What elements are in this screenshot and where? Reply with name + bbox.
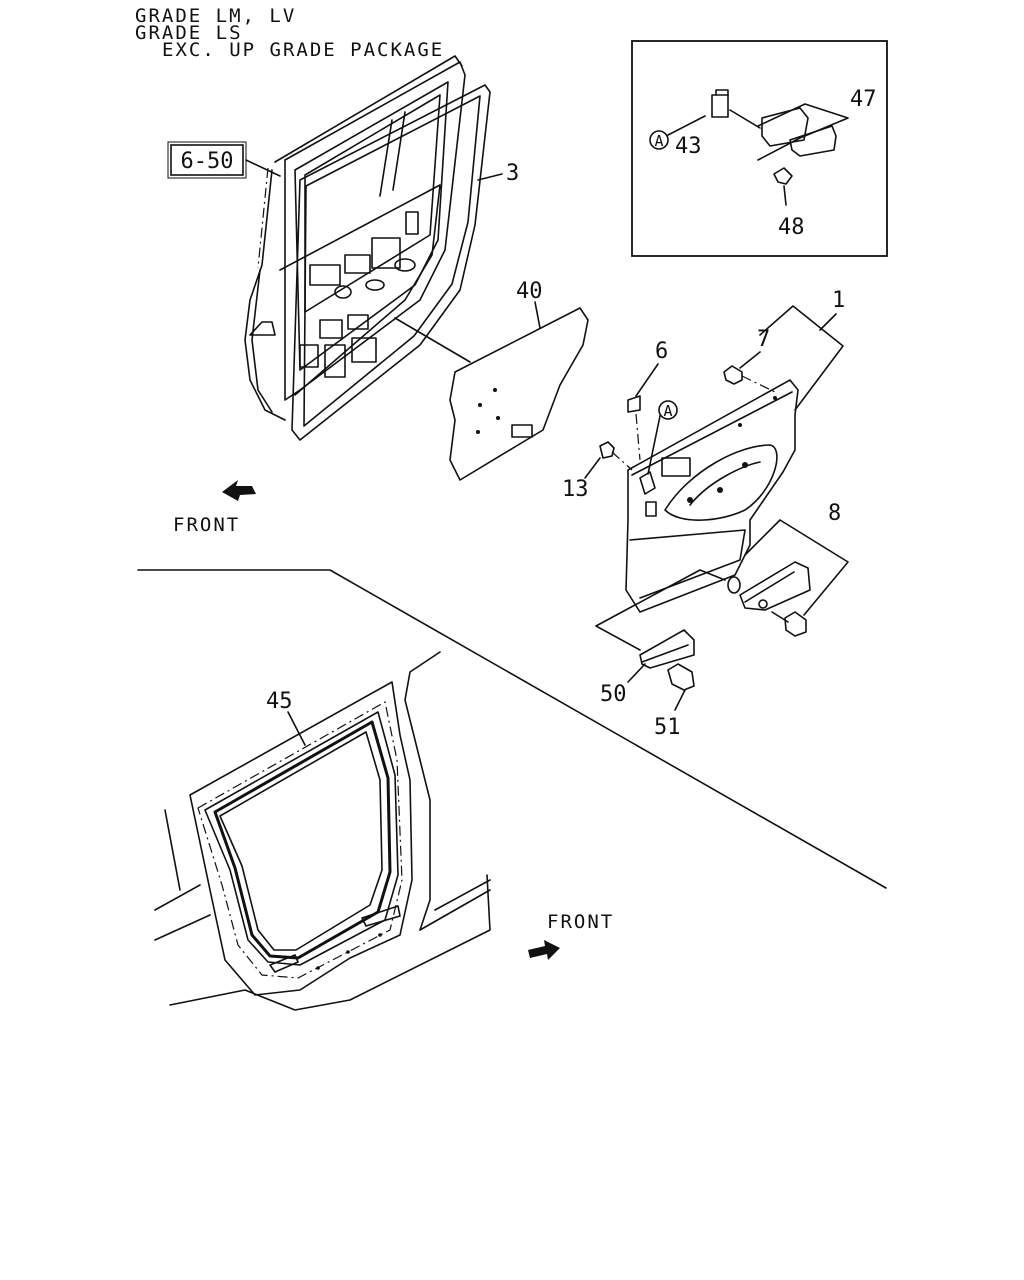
callout-43: 43 [675, 134, 702, 159]
callout-3: 3 [506, 161, 519, 186]
ref-box-label: 6-50 [181, 149, 234, 174]
front-label-upper: FRONT [173, 514, 240, 536]
grade-line-2: GRADE LS [135, 22, 243, 44]
circle-marker-a-inset: A [654, 132, 663, 150]
callout-7: 7 [757, 327, 770, 352]
armrest-grip-8 [739, 561, 811, 637]
body-opening [154, 651, 491, 1011]
clip-13 [599, 441, 615, 459]
grade-line-3: EXC. UP GRADE PACKAGE [162, 39, 445, 61]
grade-line-1: GRADE LM, LV [135, 5, 297, 27]
section-divider [137, 569, 887, 889]
callout-1: 1 [832, 288, 845, 313]
pull-handle-50 [639, 629, 695, 669]
front-arrow-lower [528, 940, 560, 960]
clip-7 [723, 365, 743, 385]
callout-45: 45 [266, 689, 293, 714]
water-shield-40 [394, 307, 589, 481]
callout-13: 13 [562, 477, 589, 502]
rear-door-assembly [244, 55, 466, 421]
callout-48: 48 [778, 215, 805, 240]
front-label-lower: FRONT [547, 911, 614, 933]
door-weatherstrip [291, 84, 491, 441]
callout-6: 6 [655, 339, 668, 364]
inset-box: A [631, 40, 888, 257]
screw-51 [667, 663, 695, 691]
ref-box-6-50: 6-50 [167, 141, 281, 179]
callout-51: 51 [654, 715, 681, 740]
circle-marker-a-trim: A [663, 402, 672, 420]
front-arrow-upper [222, 480, 256, 501]
callout-47: 47 [850, 87, 877, 112]
clip-6 [627, 395, 641, 413]
callout-40: 40 [516, 279, 543, 304]
callout-8: 8 [828, 501, 841, 526]
door-trim-panel-1 [625, 379, 799, 613]
callout-50: 50 [600, 682, 627, 707]
